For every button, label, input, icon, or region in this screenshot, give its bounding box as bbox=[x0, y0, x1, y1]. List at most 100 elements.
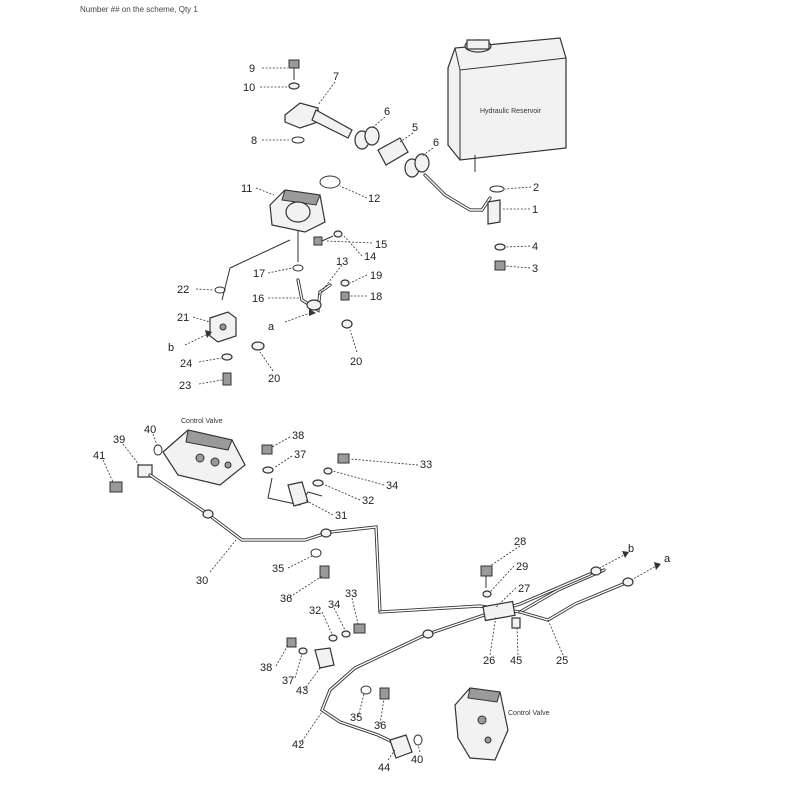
elbow-39 bbox=[137, 464, 153, 478]
callout-34-low: 34 bbox=[328, 599, 340, 611]
control-valve-right-label: Control Valve bbox=[508, 710, 550, 717]
bolt-33-top bbox=[337, 453, 350, 464]
callout-a-bottom: a bbox=[664, 553, 671, 565]
upper-leaders bbox=[192, 67, 532, 385]
callout-b-bottom: b bbox=[628, 543, 634, 555]
bolt-38-top bbox=[261, 444, 273, 455]
control-valve-left-label: Control Valve bbox=[181, 418, 223, 425]
callout-35-low: 35 bbox=[350, 712, 362, 724]
callout-1: 1 bbox=[532, 204, 538, 216]
callout-20-right: 20 bbox=[350, 356, 362, 368]
callout-18: 18 bbox=[370, 291, 382, 303]
callout-44: 44 bbox=[378, 762, 390, 774]
callout-6a: 6 bbox=[384, 106, 390, 118]
o-ring-8 bbox=[291, 136, 305, 144]
callout-27: 27 bbox=[518, 583, 530, 595]
callout-33-low: 33 bbox=[345, 588, 357, 600]
callout-32-low: 32 bbox=[309, 605, 321, 617]
callout-6b: 6 bbox=[433, 137, 439, 149]
callout-13: 13 bbox=[336, 256, 348, 268]
pump-11 bbox=[269, 189, 326, 262]
clamp-32-top bbox=[312, 479, 324, 487]
callout-23: 23 bbox=[179, 380, 191, 392]
flange-pipe-7 bbox=[284, 102, 353, 139]
bolt-38-low bbox=[286, 637, 297, 648]
callout-42: 42 bbox=[292, 739, 304, 751]
washer-37-top bbox=[262, 466, 274, 474]
bracket-43 bbox=[314, 647, 335, 669]
callout-34-top: 34 bbox=[386, 480, 398, 492]
callout-20-left: 20 bbox=[268, 373, 280, 385]
washer-34-top bbox=[323, 467, 333, 475]
o-ring-2 bbox=[489, 185, 505, 193]
fitting-20-right bbox=[341, 319, 353, 329]
washer-34-low bbox=[341, 630, 351, 638]
callout-2: 2 bbox=[533, 182, 539, 194]
o-ring-40-top bbox=[153, 444, 163, 456]
callout-45: 45 bbox=[510, 655, 522, 667]
callout-35-mid: 35 bbox=[272, 563, 284, 575]
bolt-36-low bbox=[379, 687, 390, 700]
callout-31: 31 bbox=[335, 510, 347, 522]
washer-4 bbox=[494, 243, 506, 251]
callout-17: 17 bbox=[253, 268, 265, 280]
hose-5 bbox=[377, 137, 409, 166]
elbow-44 bbox=[389, 734, 413, 759]
o-ring-12 bbox=[319, 175, 341, 189]
callout-40-top: 40 bbox=[144, 424, 156, 436]
seal-19 bbox=[340, 279, 350, 287]
callout-36-mid: 36 bbox=[280, 593, 292, 605]
o-ring-22 bbox=[214, 286, 226, 294]
bolt-23 bbox=[222, 372, 232, 386]
callout-40-low: 40 bbox=[411, 754, 423, 766]
clamp-32-low bbox=[328, 634, 338, 642]
callout-11: 11 bbox=[241, 183, 252, 195]
callout-37-top: 37 bbox=[294, 449, 306, 461]
callout-12: 12 bbox=[368, 193, 380, 205]
washer-10 bbox=[288, 82, 300, 90]
bolt-33-low bbox=[353, 623, 366, 634]
callout-32-top: 32 bbox=[362, 495, 374, 507]
clamp-27 bbox=[482, 600, 516, 622]
callout-38-top: 38 bbox=[292, 430, 304, 442]
callout-a-top: a bbox=[268, 321, 275, 333]
reservoir-label: Hydraulic Reservoir bbox=[480, 108, 542, 115]
callout-7: 7 bbox=[333, 71, 339, 83]
hydraulic-reservoir bbox=[447, 37, 567, 172]
callout-9: 9 bbox=[249, 63, 255, 75]
callout-43: 43 bbox=[296, 685, 308, 697]
callout-41: 41 bbox=[93, 450, 105, 462]
callout-8: 8 bbox=[251, 135, 257, 147]
callout-15: 15 bbox=[375, 239, 387, 251]
washer-37-low bbox=[298, 647, 308, 655]
bolt-28 bbox=[480, 565, 493, 588]
callout-b-top: b bbox=[168, 342, 174, 354]
plug-41 bbox=[109, 481, 123, 493]
callout-39: 39 bbox=[113, 434, 125, 446]
o-ring-35-mid bbox=[310, 548, 322, 558]
callout-10: 10 bbox=[243, 82, 255, 94]
bracket-31 bbox=[267, 477, 323, 507]
callout-3: 3 bbox=[532, 263, 538, 275]
bolt-18 bbox=[340, 291, 350, 301]
callout-19: 19 bbox=[370, 270, 382, 282]
hose-clamp-6-right bbox=[404, 153, 430, 178]
bolt-3 bbox=[494, 260, 506, 271]
callout-22: 22 bbox=[177, 284, 189, 296]
callout-33-top: 33 bbox=[420, 459, 432, 471]
o-ring-17 bbox=[292, 264, 304, 272]
callout-16: 16 bbox=[252, 293, 264, 305]
callout-24: 24 bbox=[180, 358, 192, 370]
callout-14: 14 bbox=[364, 251, 376, 263]
callout-25: 25 bbox=[556, 655, 568, 667]
callout-38-low: 38 bbox=[260, 662, 272, 674]
hose-clamp-6-left bbox=[354, 126, 380, 150]
lower-leaders bbox=[102, 433, 564, 761]
callout-37-low: 37 bbox=[282, 675, 294, 687]
block-21 bbox=[209, 311, 237, 343]
callout-numbers: 9 10 7 6 5 6 8 11 12 2 1 15 14 13 4 3 17… bbox=[93, 63, 671, 774]
control-valve-right bbox=[454, 687, 509, 761]
callout-28: 28 bbox=[514, 536, 526, 548]
callout-26: 26 bbox=[483, 655, 495, 667]
